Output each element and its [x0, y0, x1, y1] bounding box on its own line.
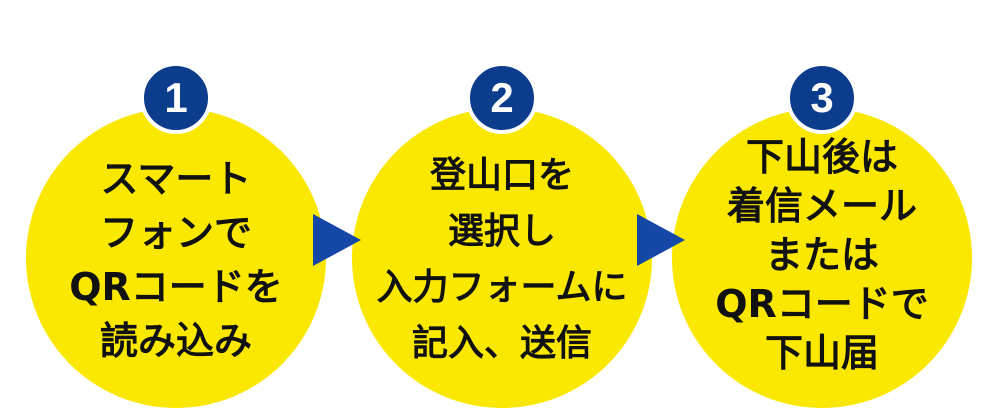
- step-3-line: または: [764, 232, 879, 277]
- step-3-line: 下山後は: [745, 134, 898, 179]
- step-3-line: 着信メール: [726, 183, 917, 228]
- step-3-line: QRコードで: [715, 281, 929, 326]
- step-1-line: スマート: [100, 157, 252, 201]
- step-3-circle: 下山後は 着信メール または QRコードで 下山届: [672, 108, 972, 408]
- step-1-line: QRコードを: [69, 265, 283, 309]
- step-1-circle: スマート フォンで QRコードを 読み込み: [26, 108, 326, 408]
- step-2-text: 登山口を 選択し 入力フォームに 記入、送信: [377, 148, 628, 372]
- right-triangle-arrow-icon: [313, 214, 361, 266]
- step-2-number-badge: 2: [466, 62, 538, 134]
- step-1-number-badge: 1: [140, 62, 212, 134]
- right-triangle-arrow-icon: [637, 214, 685, 266]
- step-3-text: 下山後は 着信メール または QRコードで 下山届: [715, 133, 929, 378]
- step-1-text: スマート フォンで QRコードを 読み込み: [69, 152, 283, 368]
- step-1-line: フォンで: [99, 211, 252, 255]
- step-2-line: 記入、送信: [411, 323, 592, 364]
- step-1-line: 読み込み: [99, 319, 252, 363]
- step-2-line: 入力フォームに: [376, 267, 628, 308]
- step-2-line: 登山口を: [429, 155, 574, 196]
- step-2-circle: 登山口を 選択し 入力フォームに 記入、送信: [352, 108, 652, 408]
- step-2-line: 選択し: [447, 211, 556, 252]
- step-3-line: 下山届: [764, 330, 879, 375]
- step-3-number-badge: 3: [786, 62, 858, 134]
